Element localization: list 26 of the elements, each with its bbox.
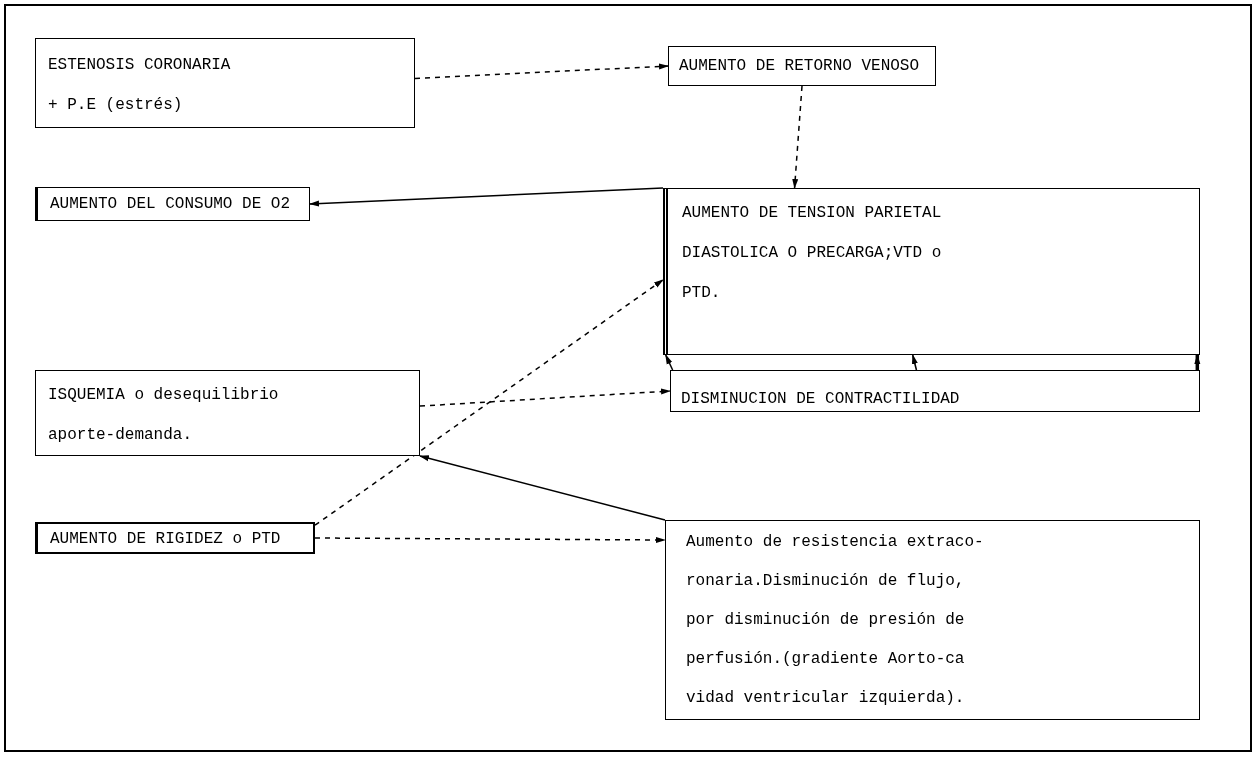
box-text: DISMINUCION DE CONTRACTILIDAD	[681, 389, 961, 410]
process-box	[668, 46, 936, 86]
process-box	[663, 188, 1200, 355]
process-box	[35, 370, 420, 456]
arrow	[314, 536, 666, 543]
arrow	[419, 388, 671, 407]
box-text: ESTENOSIS CORONARIA + P.E (estrés)	[48, 55, 232, 116]
process-box	[35, 38, 415, 128]
process-box	[670, 370, 1200, 412]
process-box	[35, 522, 315, 554]
arrow	[1194, 354, 1201, 370]
arrow	[792, 85, 803, 189]
box-text: AUMENTO DE TENSION PARIETAL DIASTOLICA O PRECARGA;VTD o PTD.	[682, 203, 943, 304]
arrow	[664, 354, 674, 371]
box-text: ISQUEMIA o desequilibrio aporte-demanda.	[48, 385, 280, 446]
box-text: AUMENTO DE RIGIDEZ o PTD	[50, 529, 282, 550]
process-box	[35, 187, 310, 221]
process-box	[665, 520, 1200, 720]
box-text: AUMENTO DEL CONSUMO DE O2	[50, 194, 292, 215]
box-text: AUMENTO DE RETORNO VENOSO	[679, 56, 921, 77]
arrow	[911, 354, 918, 371]
arrow	[414, 63, 669, 80]
arrow	[419, 455, 666, 521]
arrow	[314, 279, 664, 526]
box-text: Aumento de resistencia extraco-ronaria.Disminución de flujo, por disminución de presión de perfusión.(gradiente Aorto-ca vidad ventricular izquierda).	[686, 532, 984, 709]
arrow	[309, 187, 664, 207]
